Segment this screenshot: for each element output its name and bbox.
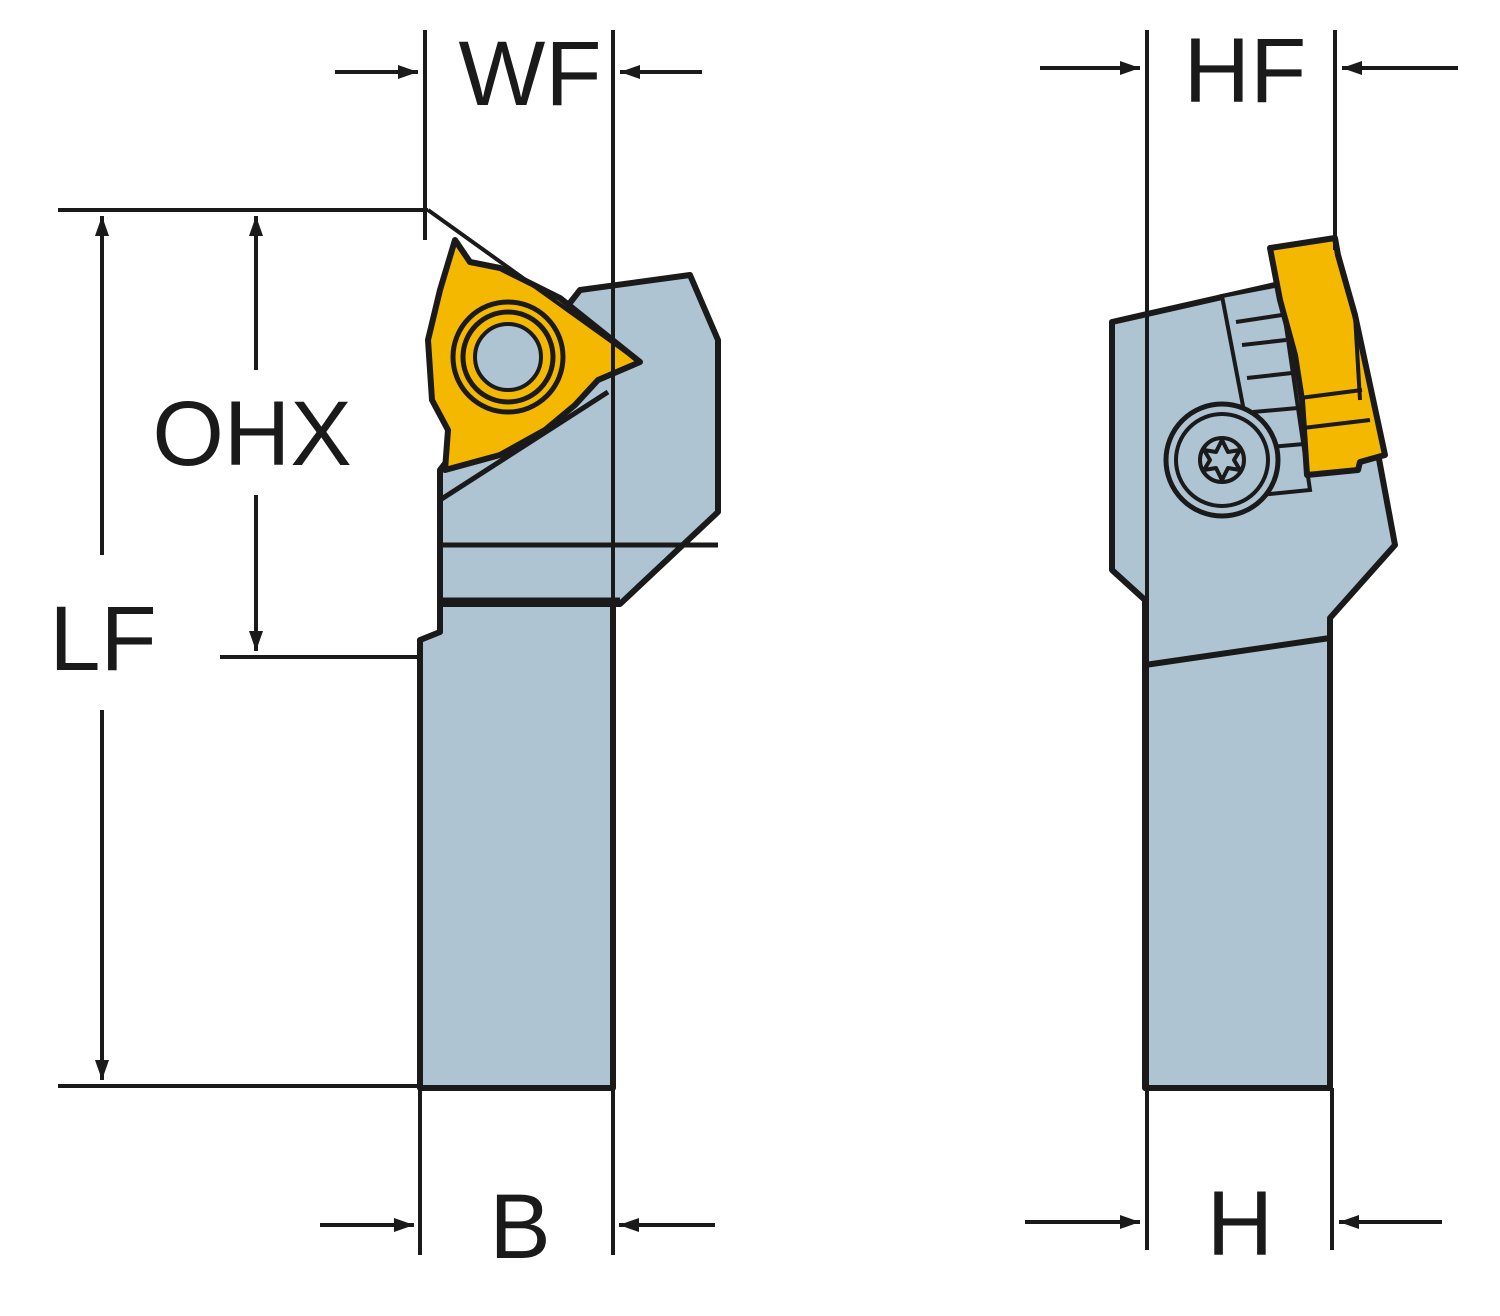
seat-rib: [1252, 406, 1299, 414]
side-shank: [1142, 597, 1333, 1091]
seat-rib: [1241, 338, 1287, 347]
front-dimensions: WF LF OHX B: [49, 23, 715, 1278]
seat-rib: [1246, 371, 1293, 380]
ohx-label: OHX: [152, 383, 351, 485]
front-shank: [417, 601, 616, 1091]
seat-rib: [1235, 313, 1283, 324]
side-head-line: [1144, 635, 1331, 668]
hf-label: HF: [1184, 20, 1307, 122]
insert-edge: [1353, 314, 1362, 401]
wf-label: WF: [458, 23, 601, 125]
insert-edge: [1302, 418, 1371, 430]
tip-tangent-line: [426, 208, 642, 364]
torx-screw-icon: [1163, 401, 1281, 519]
front-view: [417, 208, 721, 1091]
h-label: H: [1207, 1173, 1273, 1275]
insert-hole-outer: [450, 299, 566, 415]
b-label: B: [489, 1176, 550, 1278]
side-insert: [1267, 235, 1388, 478]
insert-edge: [1299, 388, 1363, 400]
front-head-line: [438, 389, 610, 503]
insert-hole: [473, 322, 543, 392]
side-view: [1109, 235, 1398, 1091]
side-dimensions: HF H: [1025, 20, 1458, 1275]
lf-label: LF: [49, 588, 156, 690]
front-head: [437, 272, 721, 607]
